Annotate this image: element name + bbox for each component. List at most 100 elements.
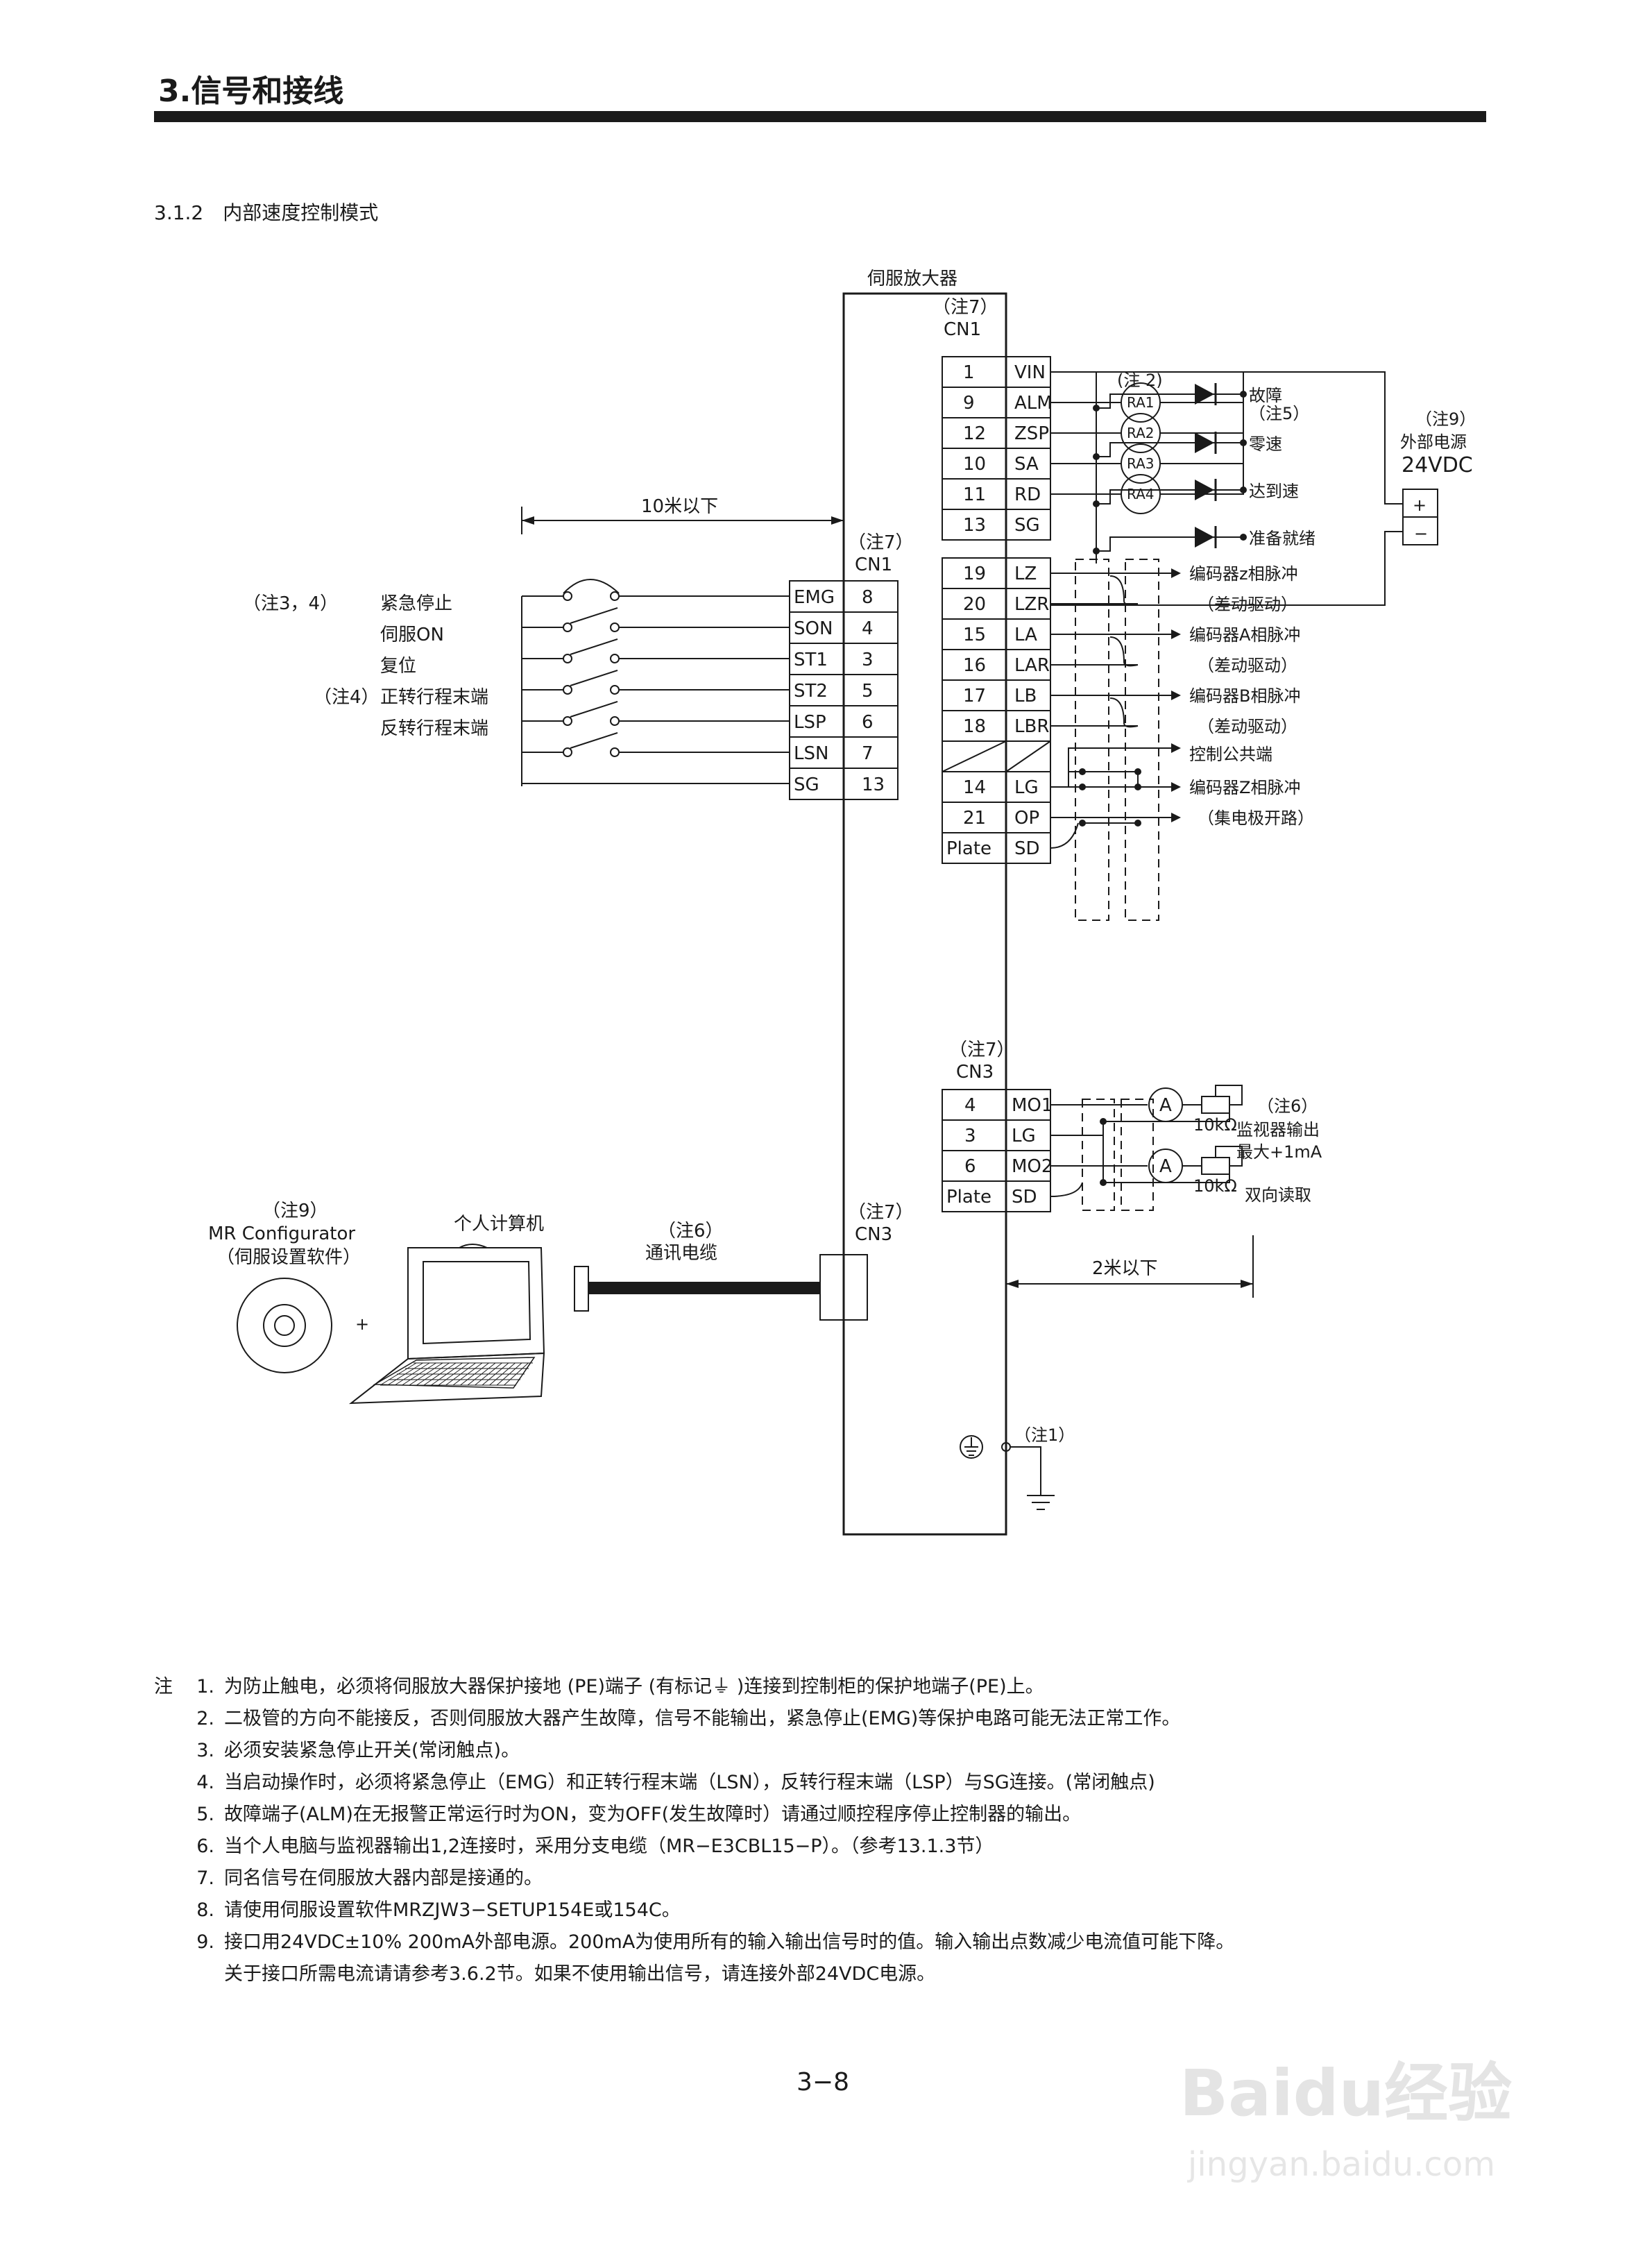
cn1-pin-name: LBR (1014, 716, 1049, 737)
input-pin-number: 6 (862, 712, 874, 733)
cable-label: 通讯电缆 (645, 1243, 717, 1264)
cn1-pin-number: 11 (963, 484, 986, 505)
note-item: 8.请使用伺服设置软件MRZJW3−SETUP154E或154C。 (154, 1895, 1542, 1926)
servo-amplifier-box (842, 292, 1007, 1536)
switch-contact (610, 685, 620, 695)
cn1-pin-name: SG (1014, 515, 1040, 536)
note-item: 7.同名信号在伺服放大器内部是接通的。 (154, 1863, 1542, 1895)
relay-tag: RA1 (1127, 394, 1155, 411)
cable-plug-left (574, 1266, 589, 1312)
note-number: 2. (196, 1708, 214, 1729)
cn3-pin-number: Plate (946, 1187, 991, 1208)
encoder-label: （差动驱动） (1198, 717, 1297, 736)
diode-icon (1195, 480, 1214, 500)
vin-wire (1050, 371, 1403, 505)
switch-icon (570, 670, 618, 686)
note-number: 3. (196, 1740, 214, 1761)
note-item: 9. 接口用24VDC±10% 200mA外部电源。200mA为使用所有的输入输出… (154, 1926, 1542, 1958)
note-lead (154, 1863, 192, 1895)
cn1b-note: （注7） (848, 532, 914, 553)
note-text: 当个人电脑与监视器输出1,2连接时，采用分支电缆（MR−E3CBL15−P）。（… (224, 1836, 994, 1857)
resistor-icon (1201, 1096, 1230, 1114)
switch-icon (570, 607, 618, 624)
note-text: 接口用24VDC±10% 200mA外部电源。200mA为使用所有的输入输出信号… (224, 1931, 1235, 1953)
encoder-label: （集电极开路） (1198, 808, 1314, 828)
cn1-pin-name: LZ (1014, 564, 1037, 584)
relay-label: 零速 (1249, 434, 1282, 454)
relay-label: 故障 (1249, 386, 1282, 405)
input-label: 正转行程末端 (380, 687, 488, 708)
cn1-pin-name: LA (1014, 625, 1037, 645)
cn1-pin-row (942, 509, 1051, 541)
cn1-pin-number: 19 (963, 564, 986, 584)
diode-icon (1195, 527, 1214, 548)
input-note: （注3，4） (243, 593, 338, 614)
switch-icon (570, 638, 618, 655)
note-text: 当启动操作时，必须将紧急停止（EMG）和正转行程末端（LSN），反转行程末端（L… (224, 1772, 1155, 1793)
switch-contact (610, 622, 620, 632)
input-pin-number: 3 (862, 650, 874, 670)
output-arrow (1171, 691, 1181, 700)
cn1-pin-number: 20 (963, 594, 986, 615)
cn3-pin-number: 3 (964, 1126, 976, 1146)
note-text: 同名信号在伺服放大器内部是接通的。 (224, 1867, 543, 1889)
software-note: （注9） (262, 1201, 328, 1221)
input-pin-name: SG (794, 774, 819, 795)
chapter-title: 3.信号和接线 (158, 74, 343, 109)
nc-switch-icon (563, 579, 620, 594)
amp-title: 伺服放大器 (867, 269, 957, 289)
input-pin-number: 7 (862, 743, 874, 764)
cn3b-label: CN3 (855, 1224, 892, 1245)
output-arrow (1171, 568, 1181, 578)
switch-contact (610, 747, 620, 757)
cn1-pin-name: LG (1014, 777, 1039, 798)
note-item: 6.当个人电脑与监视器输出1,2连接时，采用分支电缆（MR−E3CBL15−P）… (154, 1831, 1542, 1863)
note-lead (154, 1767, 192, 1799)
note-lead: 注 (154, 1676, 173, 1697)
cn3-pin-name: LG (1012, 1126, 1036, 1146)
sg-wire (1050, 531, 1403, 606)
laptop-icon (348, 1244, 545, 1405)
input-label: 紧急停止 (380, 593, 452, 614)
power-plus: + (1413, 495, 1427, 515)
cn1-pin-name: LB (1014, 686, 1037, 706)
switch-contact (563, 622, 572, 632)
note-text: 故障端子(ALM)在无报警正常运行时为ON，变为OFF(发生故障时）请通过顺控程… (224, 1804, 1082, 1825)
note-lead (154, 1895, 192, 1926)
diode-icon (1195, 432, 1214, 453)
cn1-pin-number: 15 (963, 625, 986, 645)
ground-wire (1010, 1446, 1041, 1496)
relay-tag: RA4 (1127, 486, 1155, 502)
switch-icon (570, 732, 618, 749)
note-number: 9. (196, 1931, 214, 1953)
distance-label-left: 10米以下 (641, 496, 718, 517)
ammeter-symbol: A (1159, 1095, 1172, 1116)
input-note: （注4） (314, 687, 380, 708)
switch-contact (563, 716, 572, 726)
monitor-note: （注6） (1257, 1096, 1318, 1116)
switch-icon (570, 701, 618, 718)
switch-contact (563, 747, 572, 757)
encoder-label: （差动驱动） (1198, 656, 1297, 675)
plus-sign: + (355, 1314, 369, 1334)
relay-tag: RA3 (1127, 455, 1155, 472)
resistor-value: 10kΩ (1193, 1176, 1237, 1196)
note-text: 为防止触电，必须将伺服放大器保护接地 (PE)端子 (有标记⏚ )连接到控制柜的… (224, 1676, 1044, 1697)
note-number: 5. (196, 1804, 214, 1825)
shield-left (1082, 1099, 1115, 1211)
cn1-pin-number: 21 (963, 808, 986, 829)
input-pin-name: SON (794, 618, 833, 639)
monitor-label: 监视器输出 (1236, 1120, 1320, 1140)
cn3-label: CN3 (956, 1062, 994, 1083)
cn3-pin-name: MO2 (1012, 1156, 1053, 1177)
switch-contact (563, 685, 572, 695)
cn3-note: （注7） (949, 1040, 1015, 1060)
monitor-bidirectional: 双向读取 (1245, 1185, 1311, 1205)
input-pin-number: 13 (862, 774, 885, 795)
pe-ground-icon (960, 1435, 983, 1459)
